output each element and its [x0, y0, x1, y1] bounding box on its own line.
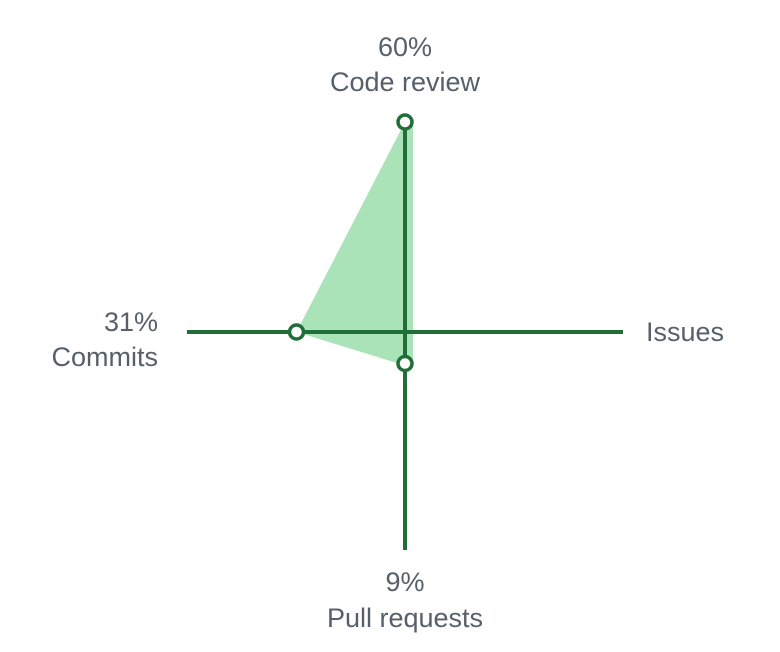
code-review-percent: 60%	[378, 32, 432, 62]
pull-requests-label: Pull requests	[327, 603, 483, 633]
commits-percent: 31%	[104, 307, 158, 337]
pull-requests-percent: 9%	[385, 567, 424, 597]
code-review-marker[interactable]	[396, 113, 414, 131]
commits-label: Commits	[52, 342, 159, 372]
pull-requests-marker[interactable]	[396, 354, 414, 373]
commits-marker[interactable]	[287, 323, 306, 341]
issues-label: Issues	[646, 317, 724, 347]
activity-area	[296, 122, 413, 366]
code-review-label: Code review	[330, 67, 481, 97]
